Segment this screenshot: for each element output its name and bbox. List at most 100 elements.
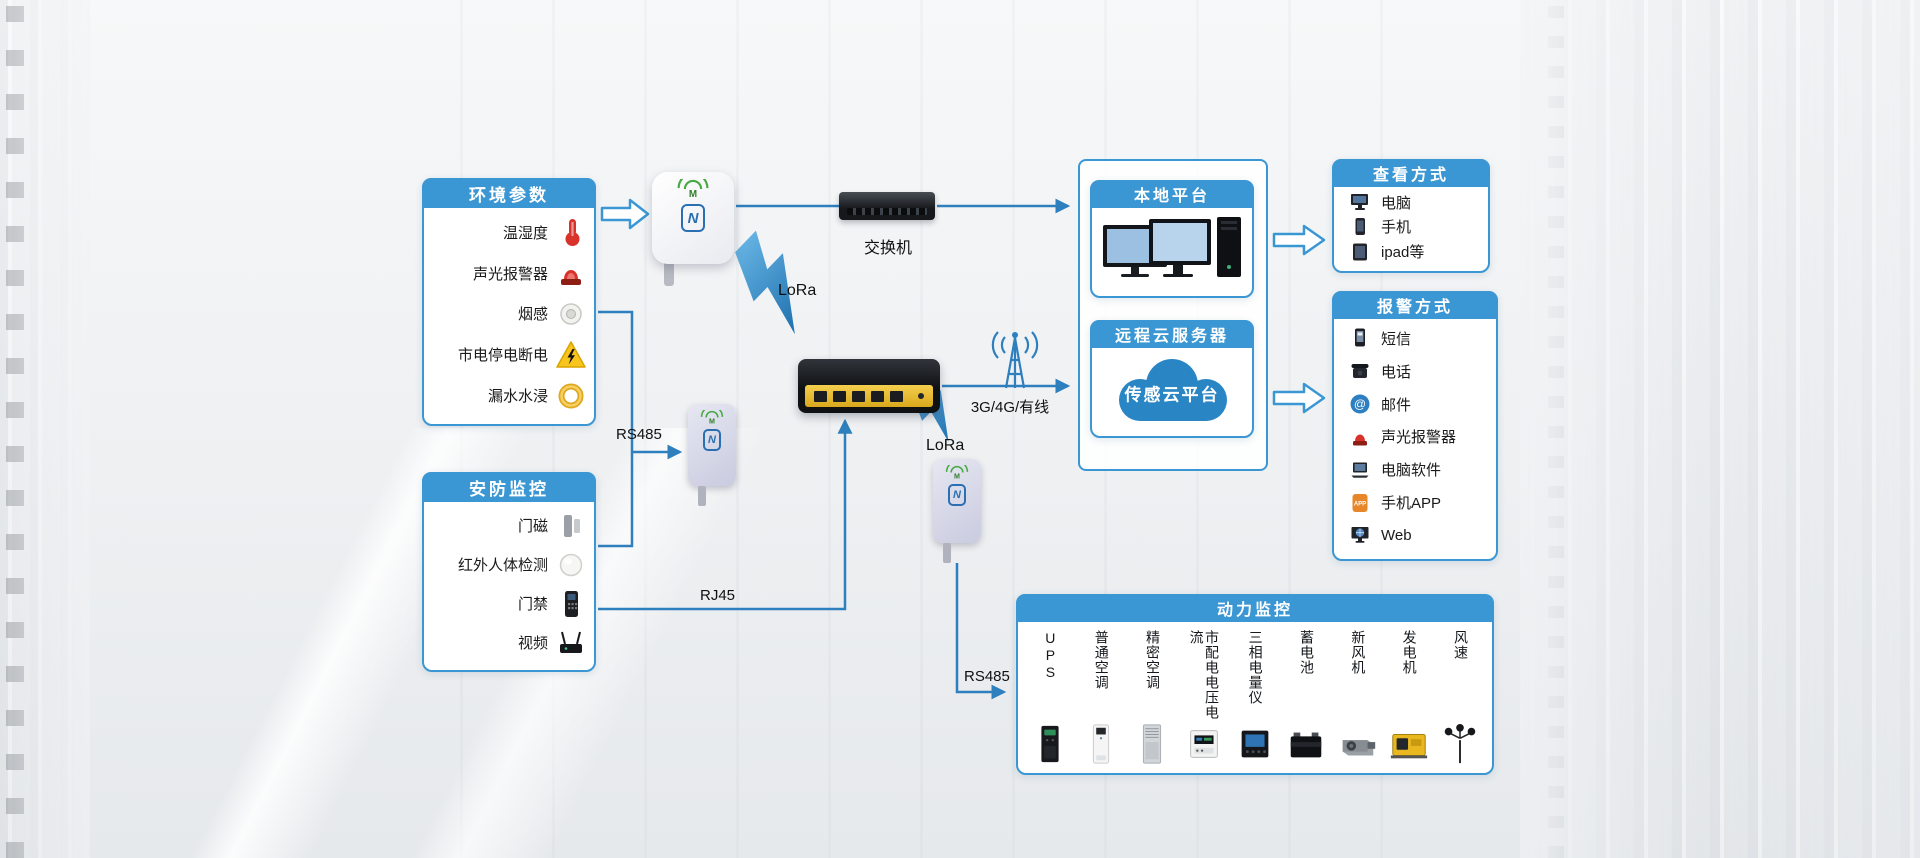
- cloud-server-title: 远程云服务器: [1090, 320, 1254, 348]
- distribution-meter-icon: [1183, 723, 1225, 765]
- env-panel-rows: 温湿度 声光报警器 烟感 市电停电断电 漏水水浸: [424, 208, 594, 422]
- security-panel: 安防监控 门磁 红外人体检测 门禁 视频: [422, 472, 596, 672]
- alarm-item-label: 声光报警器: [1381, 429, 1457, 447]
- env-item: 声光报警器: [426, 256, 588, 290]
- water-leak-icon: [554, 379, 588, 413]
- env-item: 市电停电断电: [426, 338, 588, 372]
- security-item: 视频: [426, 626, 588, 660]
- local-platform-title: 本地平台: [1090, 180, 1254, 208]
- security-item-label: 视频: [517, 635, 548, 652]
- lora-router-device: [798, 359, 940, 413]
- brand-logo-icon: M: [699, 410, 725, 425]
- power-item-label: 市配电电压电流: [1188, 630, 1221, 720]
- local-platform-panel: 本地平台: [1090, 180, 1254, 298]
- ac-precision-icon: [1131, 723, 1173, 765]
- nfc-icon: N: [681, 204, 705, 232]
- power-item-label: 新风机: [1350, 630, 1367, 675]
- switch-label: 交换机: [863, 240, 912, 257]
- env-panel: 环境参数 温湿度 声光报警器 烟感 市电停电断电 漏水水浸: [422, 178, 596, 426]
- fresh-air-fan-icon: [1337, 723, 1379, 765]
- alarm-methods-panel: 报警方式 短信 电话 @ 邮件 声光报警器 电脑软件: [1332, 291, 1498, 561]
- power-item: 三相电量仪: [1229, 628, 1280, 767]
- app-icon: APP: [1348, 491, 1372, 515]
- env-item-label: 漏水水浸: [487, 388, 548, 406]
- alarm-item-label: Web: [1381, 526, 1412, 544]
- power-item-label: 普通空调: [1093, 630, 1110, 690]
- power-item: 普通空调: [1075, 628, 1126, 767]
- cloud-platform-label: 传感云平台: [1124, 385, 1220, 405]
- power-item-label: UPS: [1042, 630, 1059, 681]
- alarm-item: 电话: [1348, 359, 1492, 383]
- power-item: 精密空调: [1127, 628, 1178, 767]
- power-panel: 动力监控 UPS 普通空调 精密空调 市配电电压电流 三相电量仪: [1016, 594, 1494, 775]
- brand-logo-icon: M: [944, 465, 970, 480]
- door-magnet-icon: [554, 509, 588, 543]
- svg-text:M: M: [689, 189, 697, 199]
- nfc-icon: N: [703, 429, 721, 451]
- nfc-icon: N: [948, 484, 966, 506]
- lora-label-bottom: LoRa: [926, 437, 965, 454]
- three-phase-meter-icon: [1234, 723, 1276, 765]
- view-item: 手机: [1348, 215, 1484, 239]
- security-item: 门磁: [426, 509, 588, 543]
- env-item-label: 温湿度: [502, 224, 548, 242]
- ups-icon: [1029, 723, 1071, 765]
- alarm-methods-title: 报警方式: [1332, 291, 1498, 319]
- router-port: [852, 390, 865, 402]
- alarm-item: Web: [1348, 523, 1492, 547]
- power-item: 新风机: [1332, 628, 1383, 767]
- view-methods-rows: 电脑 手机 ipad等: [1334, 187, 1488, 269]
- gateway-antenna-stub: [664, 258, 674, 286]
- security-item: 门禁: [426, 587, 588, 621]
- siren-icon: [554, 256, 588, 290]
- power-item: 蓄电池: [1281, 628, 1332, 767]
- anemometer-icon: [1439, 723, 1481, 765]
- desktop-icon: [1348, 190, 1372, 214]
- telephone-icon: [1348, 359, 1372, 383]
- view-item-label: ipad等: [1381, 244, 1425, 262]
- router-port: [871, 390, 884, 402]
- security-item-label: 门禁: [517, 596, 548, 613]
- node-antenna-stub: [943, 543, 951, 563]
- view-item-label: 手机: [1381, 219, 1412, 237]
- power-item: 风速: [1435, 628, 1486, 767]
- env-panel-title: 环境参数: [422, 178, 596, 208]
- smoke-detector-icon: [554, 297, 588, 331]
- web-icon: [1348, 523, 1372, 547]
- lora-label-top: LoRa: [778, 282, 817, 299]
- background-rack-right: [1520, 0, 1920, 858]
- lora-node-power: M N: [933, 459, 981, 563]
- lora-gateway-device: M N: [652, 172, 734, 264]
- env-item-label: 市电停电断电: [457, 347, 548, 365]
- alarm-item: APP 手机APP: [1348, 491, 1492, 515]
- email-icon: @: [1348, 392, 1372, 416]
- view-methods-title: 查看方式: [1332, 159, 1490, 187]
- power-item-label: 风速: [1452, 630, 1469, 660]
- node-antenna-stub: [698, 486, 706, 506]
- camera-icon: [554, 626, 588, 660]
- sms-icon: [1348, 326, 1372, 350]
- workstation-icon: [1097, 213, 1247, 289]
- alarm-item: @ 邮件: [1348, 392, 1492, 416]
- alarm-methods-rows: 短信 电话 @ 邮件 声光报警器 电脑软件 APP 手机APP: [1334, 319, 1496, 557]
- alarm-item: 电脑软件: [1348, 458, 1492, 482]
- power-warning-icon: [554, 338, 588, 372]
- tablet-icon: [1348, 240, 1372, 264]
- security-item-label: 门磁: [517, 518, 548, 535]
- siren-icon: [1348, 425, 1372, 449]
- power-item-label: 精密空调: [1145, 630, 1162, 690]
- env-item: 温湿度: [426, 215, 588, 249]
- power-item: 市配电电压电流: [1178, 628, 1229, 767]
- alarm-item: 短信: [1348, 326, 1492, 350]
- view-item: 电脑: [1348, 190, 1484, 214]
- router-port: [890, 390, 903, 402]
- security-item: 红外人体检测: [426, 548, 588, 582]
- alarm-item-label: 邮件: [1381, 396, 1412, 414]
- view-item-label: 电脑: [1381, 194, 1412, 212]
- alarm-item: 声光报警器: [1348, 425, 1492, 449]
- cloud-server-body: 传感云平台: [1092, 348, 1252, 434]
- lora-node-rs485: M N: [688, 404, 736, 506]
- view-item: ipad等: [1348, 240, 1484, 264]
- brand-logo-icon: M: [675, 179, 711, 199]
